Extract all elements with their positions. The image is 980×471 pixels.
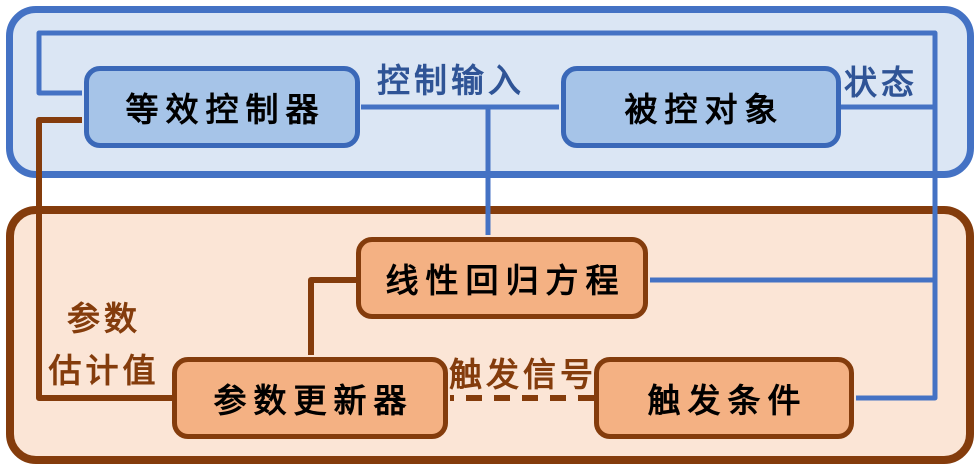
controlled-plant-block: 被控对象 [561,66,841,148]
state-label: 状态 [844,66,918,102]
parameter-estimate-label-line2: 估计值 [48,354,160,390]
linear-regression-block: 线性回归方程 [356,237,648,319]
parameter-estimate-label: 参数 估计值 [38,294,170,398]
parameter-estimate-label-line1: 参数 [67,302,141,338]
trigger-condition-block: 触发条件 [594,357,854,439]
control-input-label: 控制输入 [377,64,525,100]
parameter-updater-block: 参数更新器 [172,357,448,439]
trigger-signal-label: 触发信号 [449,358,597,394]
equivalent-controller-block: 等效控制器 [84,66,360,148]
